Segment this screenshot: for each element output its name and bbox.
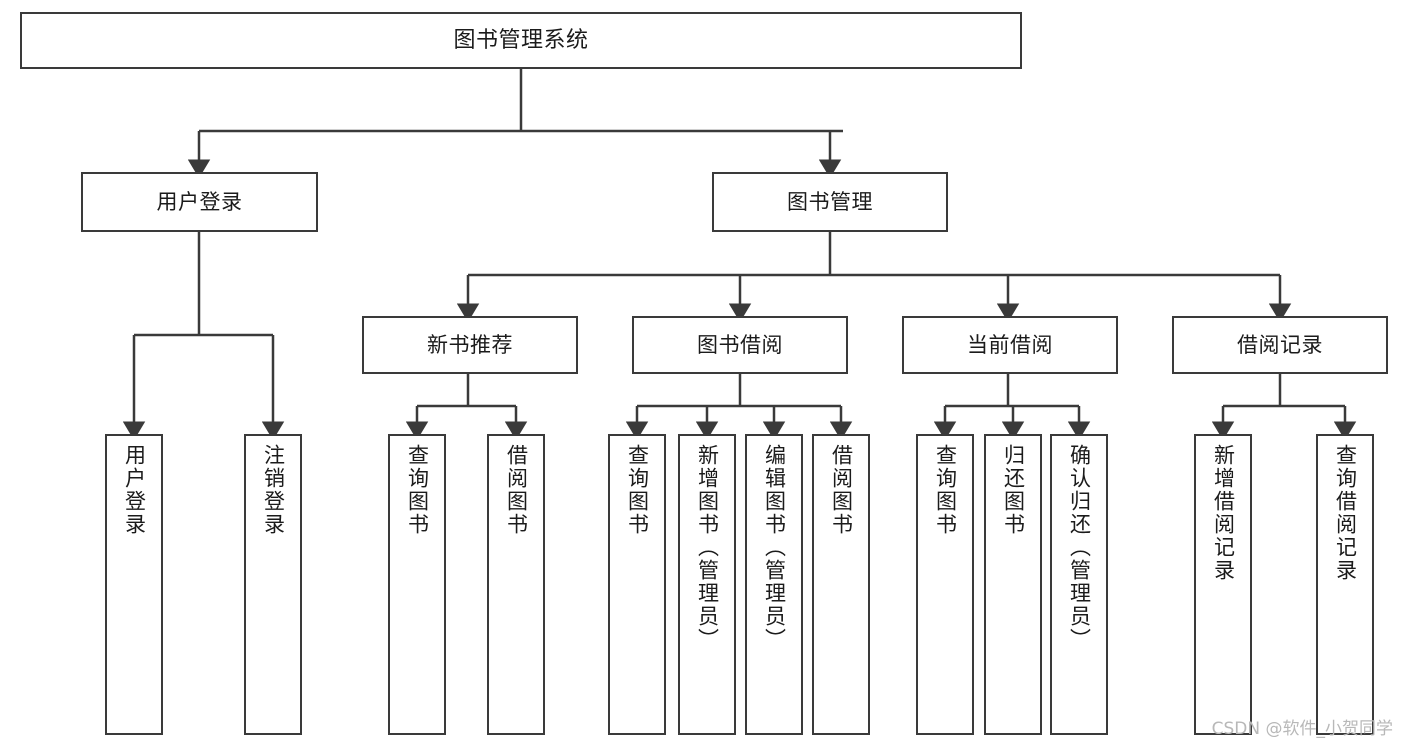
- node-leaf-query-book-2-label: 查询图书: [625, 444, 650, 536]
- node-borrow-record-label: 借阅记录: [1237, 332, 1323, 357]
- node-book-manage-label: 图书管理: [787, 189, 873, 214]
- node-user-login-label: 用户登录: [156, 189, 243, 214]
- node-leaf-query-book-2[interactable]: 查询图书: [608, 434, 666, 735]
- node-leaf-logout[interactable]: 注销登录: [244, 434, 302, 735]
- node-book-manage[interactable]: 图书管理: [712, 172, 948, 232]
- node-root-label: 图书管理系统: [453, 27, 589, 53]
- node-leaf-add-record-label: 新增借阅记录: [1211, 444, 1236, 582]
- node-leaf-borrow-book-1-label: 借阅图书: [504, 444, 529, 536]
- node-leaf-query-book-3-label: 查询图书: [933, 444, 958, 536]
- node-leaf-query-book-1-label: 查询图书: [405, 444, 430, 536]
- node-leaf-borrow-book-2[interactable]: 借阅图书: [812, 434, 870, 735]
- node-leaf-query-book-1[interactable]: 查询图书: [388, 434, 446, 735]
- node-current-borrow-label: 当前借阅: [967, 332, 1053, 357]
- node-current-borrow[interactable]: 当前借阅: [902, 316, 1118, 374]
- node-borrow-record[interactable]: 借阅记录: [1172, 316, 1388, 374]
- node-leaf-user-login[interactable]: 用户登录: [105, 434, 163, 735]
- node-leaf-logout-label: 注销登录: [261, 444, 286, 536]
- node-leaf-query-record[interactable]: 查询借阅记录: [1316, 434, 1374, 735]
- node-leaf-borrow-book-1[interactable]: 借阅图书: [487, 434, 545, 735]
- node-leaf-query-record-label: 查询借阅记录: [1333, 444, 1358, 582]
- node-leaf-add-book-label: 新增图书（管理员）: [695, 444, 720, 651]
- node-user-login[interactable]: 用户登录: [81, 172, 318, 232]
- node-new-book-recommend-label: 新书推荐: [427, 332, 513, 357]
- node-leaf-edit-book-label: 编辑图书（管理员）: [762, 444, 787, 651]
- watermark: CSDN @软件_小贺同学: [1211, 719, 1393, 739]
- node-leaf-query-book-3[interactable]: 查询图书: [916, 434, 974, 735]
- node-leaf-add-book[interactable]: 新增图书（管理员）: [678, 434, 736, 735]
- node-book-borrow[interactable]: 图书借阅: [632, 316, 848, 374]
- node-new-book-recommend[interactable]: 新书推荐: [362, 316, 578, 374]
- node-leaf-borrow-book-2-label: 借阅图书: [829, 444, 854, 536]
- node-leaf-add-record[interactable]: 新增借阅记录: [1194, 434, 1252, 735]
- node-leaf-return-book[interactable]: 归还图书: [984, 434, 1042, 735]
- node-leaf-confirm-return[interactable]: 确认归还（管理员）: [1050, 434, 1108, 735]
- node-leaf-edit-book[interactable]: 编辑图书（管理员）: [745, 434, 803, 735]
- node-leaf-user-login-label: 用户登录: [122, 444, 147, 536]
- node-leaf-return-book-label: 归还图书: [1001, 444, 1026, 536]
- node-root[interactable]: 图书管理系统: [20, 12, 1022, 69]
- node-book-borrow-label: 图书借阅: [697, 332, 783, 357]
- node-leaf-confirm-return-label: 确认归还（管理员）: [1067, 444, 1092, 651]
